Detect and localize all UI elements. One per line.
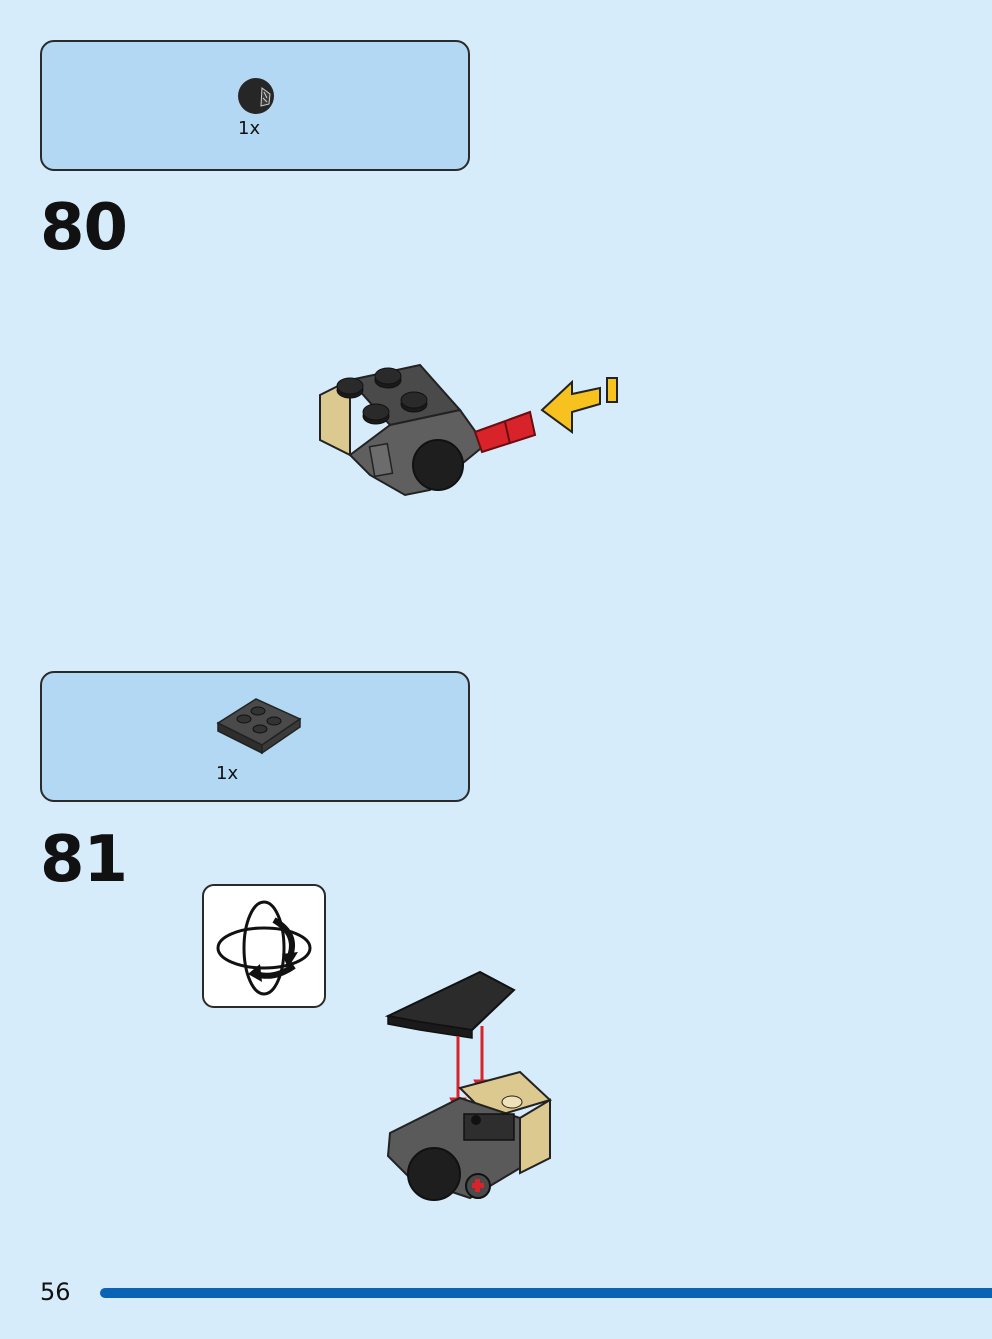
part-quantity: 1x xyxy=(216,763,239,784)
ball-joint xyxy=(412,439,464,491)
step-80-assembly-illustration xyxy=(319,363,618,497)
parts-callout-step-81: 1x xyxy=(40,671,470,802)
dark-gray-slope-plate-icon xyxy=(216,698,302,755)
red-axle xyxy=(473,410,537,454)
studs xyxy=(336,367,428,425)
step-number: 80 xyxy=(40,191,128,265)
black-ball-joint-icon xyxy=(238,78,274,114)
footer-progress-bar xyxy=(100,1288,992,1298)
parts-callout-step-80: 1x xyxy=(40,40,470,171)
ball-joint xyxy=(407,1147,461,1201)
step-81-assembly-illustration xyxy=(384,970,552,1201)
step-number: 81 xyxy=(40,823,128,897)
rotate-model-icon xyxy=(216,900,312,996)
yellow-arrow-icon xyxy=(540,379,601,434)
rotate-model-callout xyxy=(202,884,326,1008)
part-quantity: 1x xyxy=(238,118,261,139)
red-axle-end xyxy=(465,1173,491,1199)
page-number: 56 xyxy=(40,1278,71,1306)
